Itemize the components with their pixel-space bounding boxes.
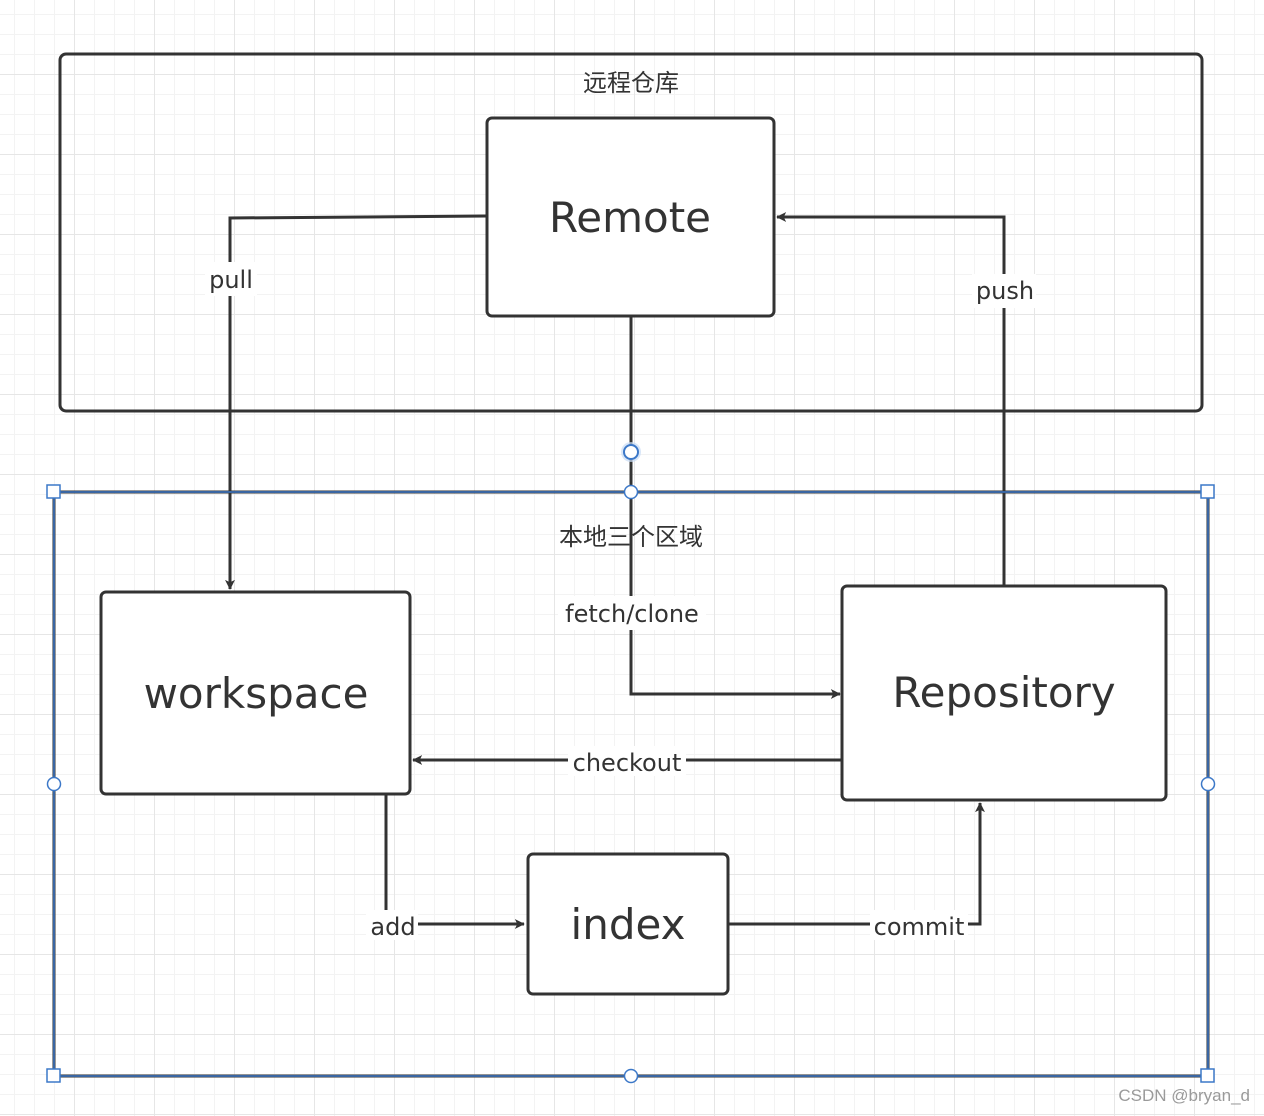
edge-push[interactable]: push bbox=[776, 212, 1036, 585]
edge-fetch-clone[interactable]: fetch/clone bbox=[558, 316, 841, 699]
node-workspace[interactable]: workspace bbox=[99, 590, 412, 796]
remote-label: Remote bbox=[549, 193, 711, 242]
edge-commit[interactable]: commit bbox=[729, 802, 985, 941]
resize-handle-bottom-right[interactable] bbox=[1200, 1068, 1215, 1083]
watermark: CSDN @bryan_d bbox=[1118, 1086, 1250, 1105]
checkout-label: checkout bbox=[573, 749, 682, 777]
pull-label: pull bbox=[209, 266, 253, 294]
resize-handle-top-right[interactable] bbox=[1200, 484, 1215, 499]
node-remote[interactable]: Remote bbox=[485, 116, 776, 318]
add-label: add bbox=[370, 913, 415, 941]
node-repository[interactable]: Repository bbox=[840, 584, 1168, 802]
edge-checkout[interactable]: checkout bbox=[412, 746, 842, 777]
push-label: push bbox=[976, 277, 1034, 305]
resize-handle-left[interactable] bbox=[46, 776, 62, 792]
workspace-label: workspace bbox=[144, 669, 369, 718]
node-index[interactable]: index bbox=[526, 852, 730, 996]
rotate-handle[interactable] bbox=[621, 442, 641, 462]
repository-label: Repository bbox=[892, 668, 1115, 717]
remote-group-label: 远程仓库 bbox=[583, 69, 679, 97]
resize-handle-top-left[interactable] bbox=[46, 484, 61, 499]
index-label: index bbox=[571, 900, 686, 949]
commit-label: commit bbox=[874, 913, 965, 941]
edge-add[interactable]: add bbox=[366, 794, 525, 941]
resize-handle-bottom-left[interactable] bbox=[46, 1068, 61, 1083]
resize-handle-top[interactable] bbox=[623, 484, 639, 500]
selection-handles[interactable] bbox=[46, 484, 1216, 1084]
fetch-clone-label: fetch/clone bbox=[565, 600, 699, 628]
edge-pull[interactable]: pull bbox=[205, 214, 488, 590]
resize-handle-right[interactable] bbox=[1200, 776, 1216, 792]
resize-handle-bottom[interactable] bbox=[623, 1068, 639, 1084]
